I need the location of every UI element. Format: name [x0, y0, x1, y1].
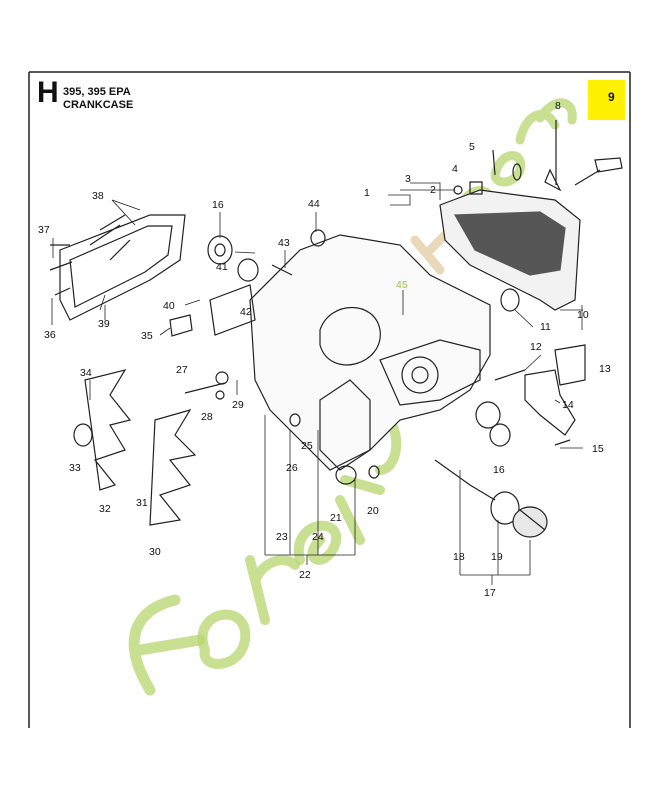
cylinder-bore: [319, 307, 381, 366]
callout-33: 33: [69, 462, 81, 474]
callout-18: 18: [453, 551, 465, 563]
callout-27: 27: [176, 364, 188, 376]
model-label: 395, 395 EPA: [63, 86, 131, 98]
section-letter: H: [37, 76, 59, 109]
callout-13: 13: [599, 363, 611, 375]
callout-8: 8: [555, 100, 561, 112]
callout-16-bottom: 16: [493, 464, 505, 476]
rubber-damper: [73, 423, 93, 447]
callout-14: 14: [562, 399, 574, 411]
callout-30: 30: [149, 546, 161, 558]
callout-31: 31: [136, 497, 148, 509]
callout-24: 24: [312, 531, 324, 543]
section-title-block: 395, 395 EPA CRANKCASE: [63, 86, 133, 112]
callout-11: 11: [540, 321, 551, 333]
ring-spring: [500, 288, 520, 312]
callout-32: 32: [99, 503, 111, 515]
callout-43: 43: [278, 237, 290, 249]
callout-44: 44: [308, 198, 320, 210]
callout-39: 39: [98, 318, 110, 330]
callout-20: 20: [367, 505, 379, 517]
chain-sprocket: [207, 235, 233, 265]
tank-seal: [490, 491, 520, 525]
callout-2: 2: [430, 184, 436, 196]
crankcase-body: [249, 234, 491, 471]
plug: [310, 229, 326, 247]
callout-41: 41: [216, 261, 228, 273]
parts-artwork: [49, 120, 623, 538]
gasket-part: [59, 214, 186, 321]
callout-19: 19: [491, 551, 503, 563]
callout-29: 29: [232, 399, 244, 411]
callout-12: 12: [530, 341, 542, 353]
callout-3: 3: [405, 173, 411, 185]
chain-guide-plate: [209, 284, 256, 336]
callout-45: 45: [396, 279, 408, 291]
assembly-title: CRANKCASE: [63, 99, 134, 111]
callout-38: 38: [92, 190, 104, 202]
crankcase-half: [319, 379, 371, 471]
callout-34: 34: [80, 367, 92, 379]
page-number-badge: 9: [588, 80, 625, 120]
callout-labels: 1 2 3 4 5 8 10 11 12 13 14 15 16 16 17 1…: [38, 100, 611, 599]
callout-16-top: 16: [212, 199, 224, 211]
callout-25: 25: [301, 440, 313, 452]
callout-40: 40: [163, 300, 175, 312]
fuel-cap: [512, 506, 548, 538]
leader-lines: [51, 182, 583, 585]
callout-37: 37: [38, 224, 50, 236]
callout-1: 1: [364, 187, 370, 199]
callout-23: 23: [276, 531, 288, 543]
buffer-block: [169, 314, 193, 337]
chain-catcher-plate: [84, 369, 132, 491]
callout-21: 21: [330, 512, 342, 524]
sprocket-right: [475, 401, 501, 429]
vibration-shield: [149, 409, 197, 526]
callout-26: 26: [286, 462, 298, 474]
callout-35: 35: [141, 330, 153, 342]
callout-5: 5: [469, 141, 475, 153]
callout-22: 22: [299, 569, 311, 581]
filter-cap: [554, 344, 586, 386]
callout-36: 36: [44, 329, 56, 341]
callout-15: 15: [592, 443, 604, 455]
callout-17: 17: [484, 587, 496, 599]
gasket-inner: [69, 225, 173, 308]
cover-part: [524, 369, 576, 436]
callout-4: 4: [452, 163, 458, 175]
bearing-seat: [401, 356, 439, 394]
callout-42: 42: [240, 306, 252, 318]
clip-part: [594, 157, 623, 173]
callout-10: 10: [577, 309, 589, 321]
callout-28: 28: [201, 411, 213, 423]
